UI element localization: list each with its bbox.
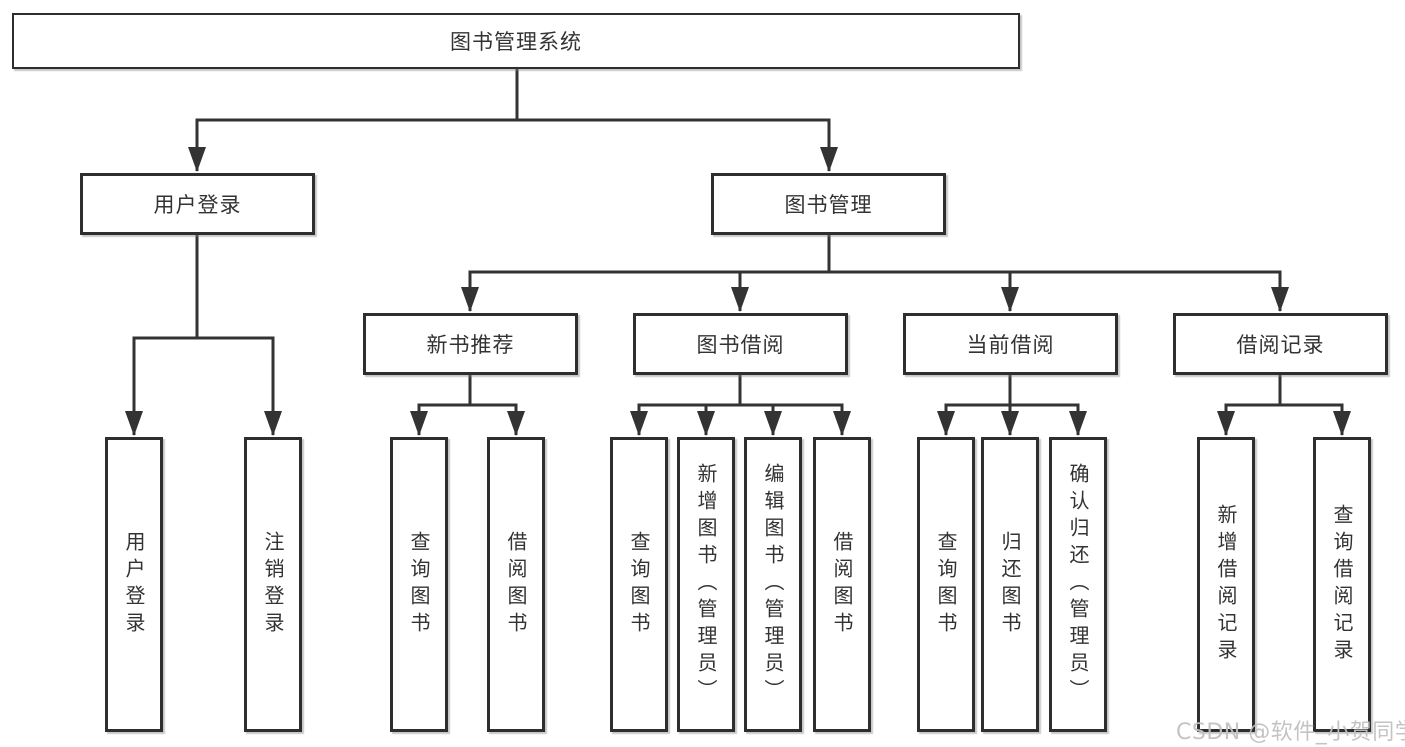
leaf-borrow-books-recommend: 借阅图书 <box>487 437 545 732</box>
leaf-add-book-admin: 新增图书（管理员） <box>677 437 735 732</box>
node-label: 查询图书 <box>407 530 431 639</box>
node-label: 注销登录 <box>261 530 285 639</box>
node-user-login: 用户登录 <box>80 173 315 235</box>
leaf-query-borrow-record: 查询借阅记录 <box>1313 437 1371 732</box>
node-new-book-recommendation: 新书推荐 <box>363 313 578 375</box>
node-book-management: 图书管理 <box>711 173 946 235</box>
leaf-query-books-recommend: 查询图书 <box>390 437 448 732</box>
node-label: 新增图书（管理员） <box>694 463 718 706</box>
connector-group <box>125 68 1351 436</box>
csdn-watermark: CSDN @软件_小贺同学 <box>1176 720 1405 745</box>
leaf-confirm-return-admin: 确认归还（管理员） <box>1049 437 1107 732</box>
node-label: 图书管理 <box>784 193 873 217</box>
node-label: 编辑图书（管理员） <box>761 463 785 706</box>
leaf-edit-book-admin: 编辑图书（管理员） <box>744 437 802 732</box>
node-label: 新增借阅记录 <box>1214 503 1238 666</box>
node-book-borrowing: 图书借阅 <box>633 313 848 375</box>
node-label: 确认归还（管理员） <box>1066 463 1090 706</box>
node-label: 借阅图书 <box>830 530 854 639</box>
node-label: 用户登录 <box>122 530 146 639</box>
node-label: 查询借阅记录 <box>1330 503 1354 666</box>
node-library-management-system: 图书管理系统 <box>12 13 1020 69</box>
node-label: 图书管理系统 <box>450 30 582 54</box>
node-borrowing-records: 借阅记录 <box>1173 313 1388 375</box>
leaf-borrow-books: 借阅图书 <box>813 437 871 732</box>
node-label: 借阅记录 <box>1236 333 1325 357</box>
node-label: 图书借阅 <box>696 333 785 357</box>
node-label: 当前借阅 <box>966 333 1055 357</box>
node-label: 查询图书 <box>934 530 958 639</box>
node-label: 归还图书 <box>998 530 1022 639</box>
leaf-add-borrow-record: 新增借阅记录 <box>1197 437 1255 732</box>
node-label: 用户登录 <box>153 193 242 217</box>
node-current-borrowing: 当前借阅 <box>903 313 1118 375</box>
leaf-return-book: 归还图书 <box>981 437 1039 732</box>
node-label: 查询图书 <box>627 530 651 639</box>
node-label: 借阅图书 <box>504 530 528 639</box>
leaf-query-books-borrow: 查询图书 <box>610 437 668 732</box>
node-label: 新书推荐 <box>426 333 515 357</box>
leaf-query-books-current: 查询图书 <box>917 437 975 732</box>
leaf-logout: 注销登录 <box>244 437 302 732</box>
leaf-user-login: 用户登录 <box>105 437 163 732</box>
